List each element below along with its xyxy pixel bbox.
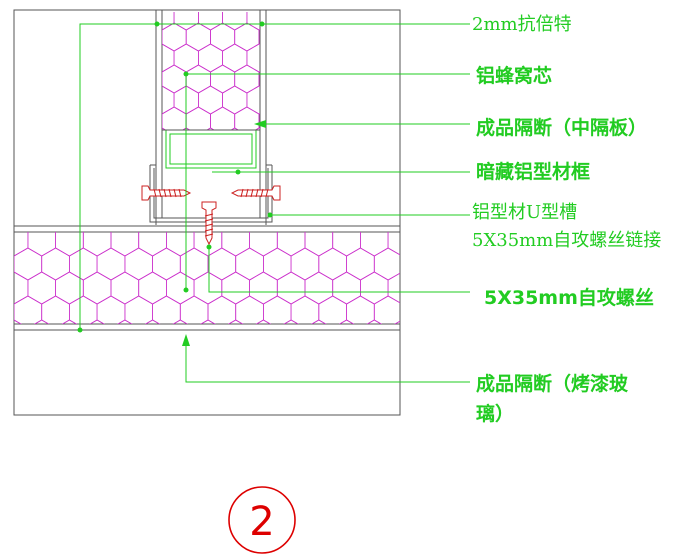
leader-partition-mid [254, 120, 470, 128]
label-u-channel: 铝型材U型槽 [472, 202, 577, 223]
leader-u-channel [267, 212, 470, 218]
hidden-aluminium-frame [162, 129, 260, 169]
detail-number-badge: 2 [228, 486, 296, 554]
leader-antibeat [77, 21, 470, 333]
honeycomb-core-vertical [162, 12, 260, 130]
label-partition-glass-2: 璃） [476, 402, 514, 425]
honeycomb-core-horizontal [14, 232, 400, 324]
label-partition-glass-1: 成品隔断（烤漆玻 [476, 372, 629, 395]
horizontal-partition-panel [14, 225, 400, 331]
leader-frame [212, 169, 470, 175]
screw-left [141, 185, 192, 201]
leader-partition-glass [182, 334, 470, 383]
drawing-frame [13, 9, 401, 416]
label-screw-link: 5X35mm自攻螺丝链接 [472, 230, 661, 251]
label-screw: 5X35mm自攻螺丝 [484, 286, 654, 309]
label-antibeat: 2mm抗倍特 [472, 14, 572, 35]
label-honeycomb: 铝蜂窝芯 [476, 64, 552, 87]
detail-number: 2 [249, 499, 274, 545]
screw-right [230, 185, 281, 201]
label-frame: 暗藏铝型材框 [476, 160, 590, 183]
label-partition-mid: 成品隔断（中隔板） [476, 116, 647, 139]
leader-honeycomb [183, 71, 470, 293]
screw-vertical [201, 201, 217, 246]
leader-screw [206, 244, 470, 293]
